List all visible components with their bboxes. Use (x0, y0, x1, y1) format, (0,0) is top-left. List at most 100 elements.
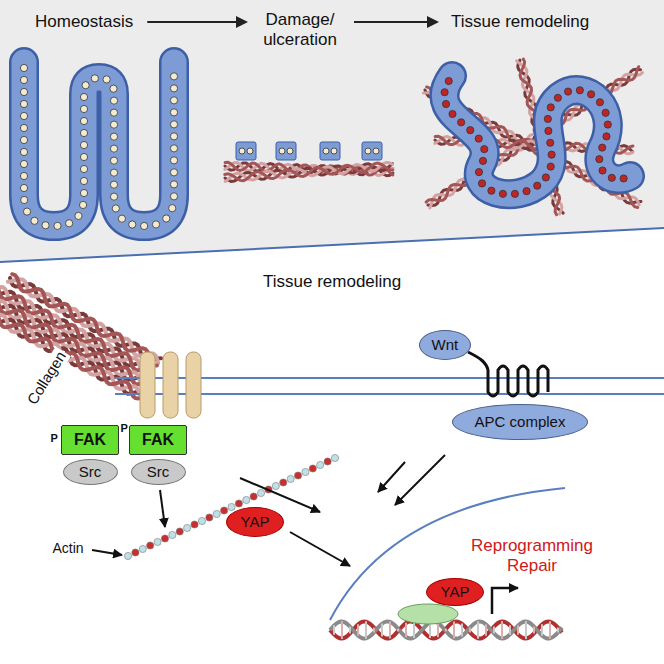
actin-monomer (191, 521, 198, 528)
cell-nucleus (152, 221, 159, 228)
node-text: Wnt (432, 336, 459, 354)
cell-nucleus (20, 148, 27, 155)
cell-nucleus (475, 135, 482, 142)
cell-nucleus (170, 181, 177, 188)
actin-monomer (198, 517, 205, 524)
cell-nucleus (54, 222, 61, 229)
base-pair (549, 621, 551, 639)
cell-nucleus (279, 148, 285, 154)
cell-nucleus (287, 148, 293, 154)
phospho-mark: P (51, 432, 58, 445)
cell-nucleus (564, 88, 571, 95)
base-pair (469, 628, 471, 633)
epithelial-cell (236, 142, 256, 160)
actin-monomer (324, 458, 331, 465)
actin-monomer (250, 493, 257, 500)
base-pair (365, 621, 367, 639)
actin-monomer (161, 535, 168, 542)
cell-nucleus (80, 117, 87, 124)
cell-nucleus (467, 127, 474, 134)
cell-nucleus (445, 77, 452, 84)
cell-nucleus (365, 148, 371, 154)
node-text: YAP (241, 513, 270, 531)
base-pair (525, 621, 527, 639)
actin-monomer (257, 489, 264, 496)
cell-nucleus (31, 217, 38, 224)
epithelium-edge (24, 62, 174, 226)
actin-monomer (169, 531, 176, 538)
ligand-ellipse: Wnt (419, 330, 472, 360)
integrin-receptors (140, 352, 201, 418)
cell-nucleus (547, 104, 554, 111)
signal-arrow (395, 455, 445, 505)
actin-monomer (147, 542, 154, 549)
cell-nucleus (110, 121, 117, 128)
cell-nucleus (20, 172, 27, 179)
kinase-ellipse: Src (131, 459, 186, 485)
cell-nucleus (170, 169, 177, 176)
cell-nucleus (620, 175, 627, 182)
cell-nucleus (79, 201, 86, 208)
cell-nucleus (458, 119, 465, 126)
cell-nucleus (547, 139, 554, 146)
cell-nucleus (80, 141, 87, 148)
actin-monomer (228, 503, 235, 510)
cell-nucleus (20, 160, 27, 167)
cell-nucleus (80, 177, 87, 184)
actin-monomer (139, 545, 146, 552)
actin-monomer (302, 468, 309, 475)
cell-nucleus (110, 193, 117, 200)
epithelium-edge (444, 76, 630, 194)
complex-ellipse: APC complex (452, 404, 588, 440)
tead-factor (398, 604, 458, 624)
base-pair (557, 628, 559, 633)
structure-label: Actin (53, 540, 84, 557)
integrin (140, 352, 155, 418)
actin-monomer (280, 479, 287, 486)
node-text: Src (147, 463, 170, 481)
base-pair (389, 622, 391, 639)
cell-nucleus (596, 156, 603, 163)
cell-nucleus (170, 193, 177, 200)
cell-nucleus (170, 157, 177, 164)
cell-nucleus (20, 124, 27, 131)
cell-nucleus (170, 73, 177, 80)
cell-nucleus (66, 220, 73, 227)
base-pair (333, 625, 335, 634)
cell-nucleus (110, 97, 117, 104)
label-text: P (51, 432, 58, 444)
cell-nucleus (20, 136, 27, 143)
actin-monomer (221, 507, 228, 514)
cell-nucleus (103, 76, 110, 83)
actin-monomer (309, 465, 316, 472)
cell-nucleus (110, 169, 117, 176)
cell-nucleus (129, 221, 136, 228)
node-text: Homeostasis (35, 12, 133, 32)
cell-nucleus (449, 110, 456, 117)
actin-monomer (331, 454, 338, 461)
base-pair (485, 624, 487, 635)
base-pair (533, 626, 535, 633)
cell-nucleus (331, 148, 337, 154)
panel-divider (0, 228, 664, 262)
cell-nucleus (475, 169, 482, 176)
cell-nucleus (170, 85, 177, 92)
actin-monomer (213, 510, 220, 517)
cell-nucleus (596, 99, 603, 106)
collagen-strand (225, 162, 392, 181)
base-pair (437, 623, 439, 638)
cell-nucleus (602, 109, 609, 116)
cell-nucleus (75, 212, 82, 219)
node-text: Damage/ ulceration (260, 10, 340, 51)
label-text: Actin (53, 540, 84, 556)
epithelium (24, 62, 174, 226)
epithelial-cell (276, 142, 296, 160)
cell-nucleus (82, 82, 89, 89)
panel-heading: Tissue remodeling (263, 272, 401, 292)
flow-arrow (147, 21, 246, 23)
kinase-box: FAK (129, 425, 187, 455)
dna-strand (330, 621, 562, 638)
remodeled-tissue (423, 59, 642, 215)
cell-nucleus (542, 174, 549, 181)
